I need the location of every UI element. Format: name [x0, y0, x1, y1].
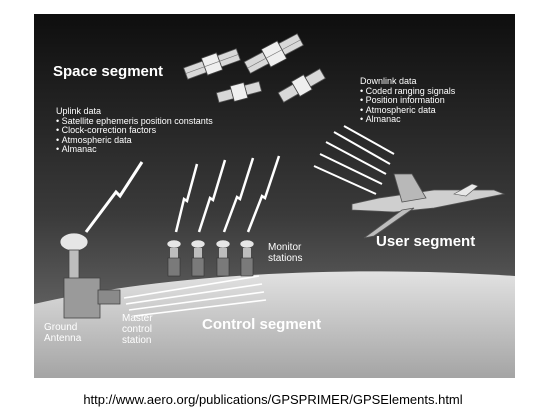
master-label-line: control — [122, 324, 153, 335]
satellite-icon — [243, 33, 304, 74]
monitor-beams — [174, 155, 281, 233]
antenna-label-line: Ground — [44, 322, 78, 333]
user-segment-label: User segment — [376, 233, 476, 250]
downlink-beams — [313, 125, 395, 195]
monitor-station-icons — [166, 239, 255, 277]
monitor-label-line: Monitor — [268, 242, 302, 253]
uplink-item: Clock-correction factors — [56, 126, 213, 136]
ground-antenna-icon — [59, 232, 121, 319]
downlink-item: Almanac — [360, 115, 455, 125]
antenna-label-line: Antenna — [44, 333, 82, 344]
downlink-title: Downlink data — [360, 76, 417, 86]
downlink-item: Position information — [360, 96, 455, 106]
control-segment-label: Control segment — [202, 316, 322, 333]
uplink-data-block: Uplink data Satellite ephemeris position… — [56, 106, 213, 155]
aircraft-icon — [351, 173, 506, 239]
diagram-canvas — [34, 14, 515, 378]
satellite-icon — [183, 48, 241, 80]
uplink-signal-bolt — [84, 161, 144, 233]
ground-antenna-label: Ground Antenna — [44, 322, 81, 344]
monitor-label-line: stations — [268, 253, 303, 264]
control-link-arrows — [123, 275, 267, 317]
uplink-item: Satellite ephemeris position constants — [56, 116, 213, 127]
satellite-icon — [215, 80, 263, 104]
uplink-title: Uplink data — [56, 106, 102, 116]
earth-surface — [34, 271, 515, 378]
master-control-label: Master control station — [122, 313, 153, 346]
uplink-list: Satellite ephemeris position constants C… — [56, 116, 213, 155]
downlink-item: Atmospheric data — [360, 105, 455, 116]
downlink-list: Coded ranging signals Position informati… — [360, 86, 456, 125]
downlink-data-block: Downlink data Coded ranging signals Posi… — [360, 76, 456, 125]
uplink-item: Almanac — [56, 145, 213, 155]
master-label-line: station — [122, 335, 152, 346]
downlink-item: Coded ranging signals — [360, 86, 456, 97]
source-url-caption: http://www.aero.org/publications/GPSPRIM… — [83, 392, 463, 407]
space-segment-label: Space segment — [53, 63, 164, 80]
gps-segments-diagram: Space segment User segment Control segme… — [34, 14, 515, 378]
master-label-line: Master — [122, 313, 153, 324]
monitor-stations-label: Monitor stations — [268, 242, 302, 264]
uplink-item: Atmospheric data — [56, 135, 213, 146]
satellite-icon — [277, 68, 326, 103]
